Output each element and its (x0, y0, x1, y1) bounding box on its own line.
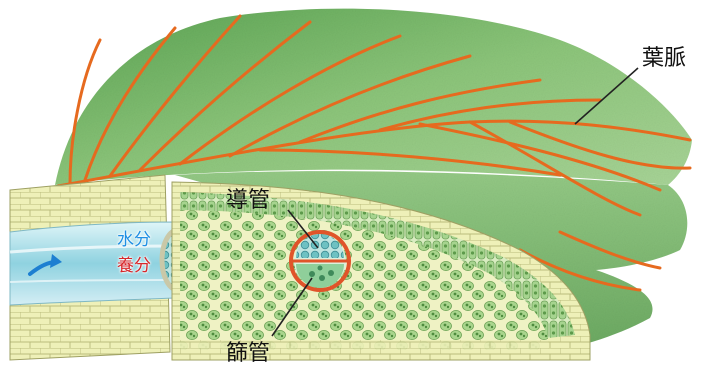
leaf-vein-label: 葉脈 (642, 48, 686, 70)
phloem-label: 篩管 (226, 343, 270, 365)
water-label: 水分 (117, 232, 151, 249)
xylem-label: 導管 (226, 190, 270, 212)
petiole-section (10, 175, 194, 360)
vascular-bundle (291, 232, 349, 290)
nutrients-label: 養分 (117, 258, 151, 275)
